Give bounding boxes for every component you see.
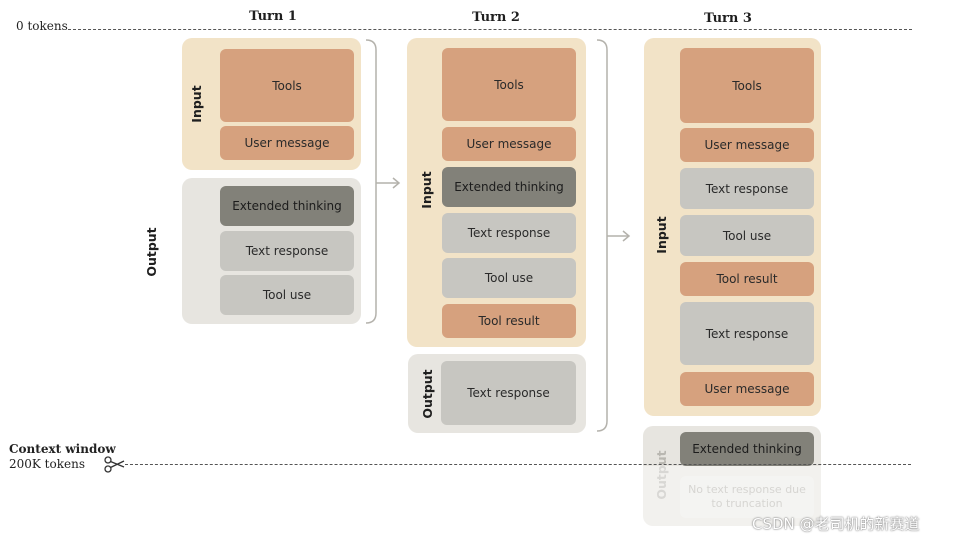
- turn3-truncated-response-block: No text response due to truncation: [680, 476, 814, 518]
- turn2-tools-block: Tools: [442, 48, 576, 121]
- turn1-bracket: [365, 39, 377, 324]
- turn3-text-response-block: Text response: [680, 168, 814, 209]
- turn3-tools-block: Tools: [680, 48, 814, 123]
- scissors-icon: [104, 456, 125, 473]
- context-window-tokens: 200K tokens: [9, 457, 85, 471]
- zero-tokens-label: 0 tokens: [16, 19, 68, 33]
- turn1-text-response-block: Text response: [220, 231, 354, 271]
- turn3-text-response-block-2: Text response: [680, 302, 814, 365]
- turn-2-title: Turn 2: [472, 10, 520, 25]
- turn3-tool-result-block: Tool result: [680, 262, 814, 296]
- truncation-fade-overlay: [643, 466, 821, 526]
- context-window-title: Context window: [9, 442, 116, 456]
- turn2-arrow-head: [622, 230, 631, 242]
- turn2-tool-use-block: Tool use: [442, 258, 576, 298]
- turn2-text-response-block: Text response: [442, 213, 576, 253]
- turn3-extended-thinking-block: Extended thinking: [680, 432, 814, 466]
- turn2-user-message-block: User message: [442, 127, 576, 161]
- turn2-tool-result-block: Tool result: [442, 304, 576, 338]
- turn3-user-message-block: User message: [680, 128, 814, 162]
- watermark: CSDN @老司机的新赛道: [752, 515, 920, 533]
- turn2-text-response-output-block: Text response: [441, 361, 576, 425]
- turn2-bracket: [596, 39, 608, 432]
- turn1-user-message-block: User message: [220, 126, 354, 160]
- turn1-arrow-head: [392, 177, 401, 189]
- context-window-line: [125, 464, 911, 465]
- turn1-tool-use-block: Tool use: [220, 275, 354, 315]
- turn1-tools-block: Tools: [220, 49, 354, 122]
- zero-token-line: [68, 29, 912, 30]
- turn3-tool-use-block: Tool use: [680, 215, 814, 256]
- turn-3-title: Turn 3: [704, 11, 752, 26]
- turn-1-title: Turn 1: [249, 9, 297, 24]
- turn1-extended-thinking-block: Extended thinking: [220, 186, 354, 226]
- turn2-extended-thinking-block: Extended thinking: [442, 167, 576, 207]
- turn3-user-message-block-2: User message: [680, 372, 814, 406]
